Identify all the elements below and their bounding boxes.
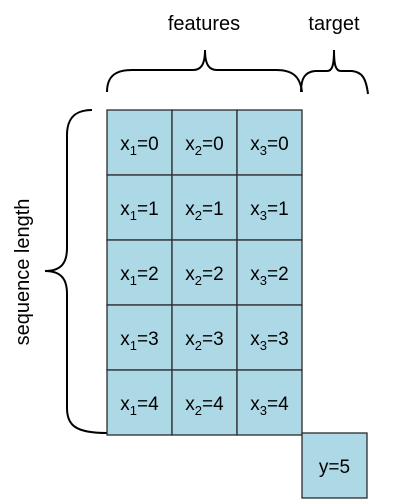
cell-subscript: 2 (195, 208, 202, 223)
grid-cell: x2=4 (171, 369, 238, 436)
grid-cell: x2=3 (171, 304, 238, 371)
grid-cell-box (171, 239, 238, 306)
cell-variable: x (120, 329, 130, 350)
cell-value: =3 (267, 329, 289, 350)
grid-cell-text: x2=2 (185, 264, 223, 288)
grid-cell-text: x1=3 (120, 329, 158, 353)
grid-cell-text: x3=0 (250, 134, 288, 158)
grid-cell: x3=1 (236, 174, 303, 241)
cell-variable: x (185, 199, 195, 220)
grid-cell-text: x2=0 (185, 134, 223, 158)
grid-cell: x3=3 (236, 304, 303, 371)
cell-value: =0 (267, 134, 289, 155)
grid-cell-box (106, 109, 173, 176)
features-brace (106, 49, 303, 93)
cell-value: =2 (202, 264, 224, 285)
cell-value: =3 (137, 329, 159, 350)
cell-subscript: 3 (260, 208, 267, 223)
target-label: target (308, 13, 360, 35)
sequence-length-brace (44, 109, 108, 434)
cell-subscript: 3 (260, 403, 267, 418)
grid-cell-text: x2=3 (185, 329, 223, 353)
cell-subscript: 1 (130, 143, 137, 158)
cell-subscript: 2 (195, 273, 202, 288)
target-cell-box (301, 432, 368, 499)
cell-variable: x (250, 134, 260, 155)
grid-cell: x1=1 (106, 174, 173, 241)
grid-cell: x2=2 (171, 239, 238, 306)
grid-cell: x1=0 (106, 109, 173, 176)
grid-cell-text: x3=4 (250, 394, 289, 418)
cell-variable: x (120, 134, 130, 155)
cell-variable: x (250, 199, 260, 220)
grid-cell-box (236, 369, 303, 436)
cell-value: =0 (202, 134, 224, 155)
grid-cell-box (236, 304, 303, 371)
sequence-length-label: sequence length (12, 199, 34, 346)
grid-cell-box (236, 174, 303, 241)
grid-cell-text: x1=1 (120, 199, 158, 223)
grid-cell-box (171, 109, 238, 176)
cell-value: =4 (137, 394, 159, 415)
grid-cell-box (106, 304, 173, 371)
cell-value: =3 (202, 329, 224, 350)
target-cell: y=5 (301, 432, 368, 499)
cell-subscript: 2 (195, 338, 202, 353)
cell-subscript: 3 (260, 143, 267, 158)
grid-cell-text: x1=2 (120, 264, 158, 288)
cell-variable: x (185, 134, 195, 155)
grid-cell-text: x1=0 (120, 134, 158, 158)
cell-subscript: 1 (130, 208, 137, 223)
target-brace (300, 49, 369, 95)
cell-value: =2 (267, 264, 289, 285)
grid-cell-box (171, 369, 238, 436)
cell-variable: x (120, 199, 130, 220)
grid-cell: x1=2 (106, 239, 173, 306)
grid-cell-text: x2=4 (185, 394, 224, 418)
cell-value: =1 (267, 199, 289, 220)
cell-subscript: 2 (195, 403, 202, 418)
grid-cell: x2=0 (171, 109, 238, 176)
target-cell-text: y=5 (319, 457, 350, 478)
grid-cell: x1=3 (106, 304, 173, 371)
cell-value: =4 (202, 394, 224, 415)
grid-cell-box (236, 109, 303, 176)
cell-variable: x (250, 329, 260, 350)
grid-cell-box (106, 369, 173, 436)
grid-cell-text: x3=2 (250, 264, 288, 288)
grid-cell: x3=2 (236, 239, 303, 306)
grid-cell-text: x3=3 (250, 329, 288, 353)
cell-subscript: 1 (130, 338, 137, 353)
cell-subscript: 2 (195, 143, 202, 158)
cell-subscript: 3 (260, 273, 267, 288)
cell-variable: x (120, 264, 130, 285)
cell-value: =1 (202, 199, 224, 220)
cell-variable: x (250, 264, 260, 285)
cell-variable: x (185, 264, 195, 285)
grid-cell-text: x1=4 (120, 394, 159, 418)
grid-cell-text: x3=1 (250, 199, 288, 223)
cell-value: =0 (137, 134, 159, 155)
cell-value: =2 (137, 264, 159, 285)
cell-subscript: 1 (130, 273, 137, 288)
cell-subscript: 1 (130, 403, 137, 418)
grid-cell: x3=0 (236, 109, 303, 176)
features-label: features (168, 13, 240, 35)
grid-cell-text: x2=1 (185, 199, 223, 223)
cell-value: =1 (137, 199, 159, 220)
cell-variable: x (185, 329, 195, 350)
cell-variable: x (185, 394, 195, 415)
cell-subscript: 3 (260, 338, 267, 353)
grid-cell: x2=1 (171, 174, 238, 241)
grid-cell: x3=4 (236, 369, 303, 436)
cell-value: =4 (267, 394, 289, 415)
grid-cell: x1=4 (106, 369, 173, 436)
cell-variable: x (120, 394, 130, 415)
cell-variable: x (250, 394, 260, 415)
